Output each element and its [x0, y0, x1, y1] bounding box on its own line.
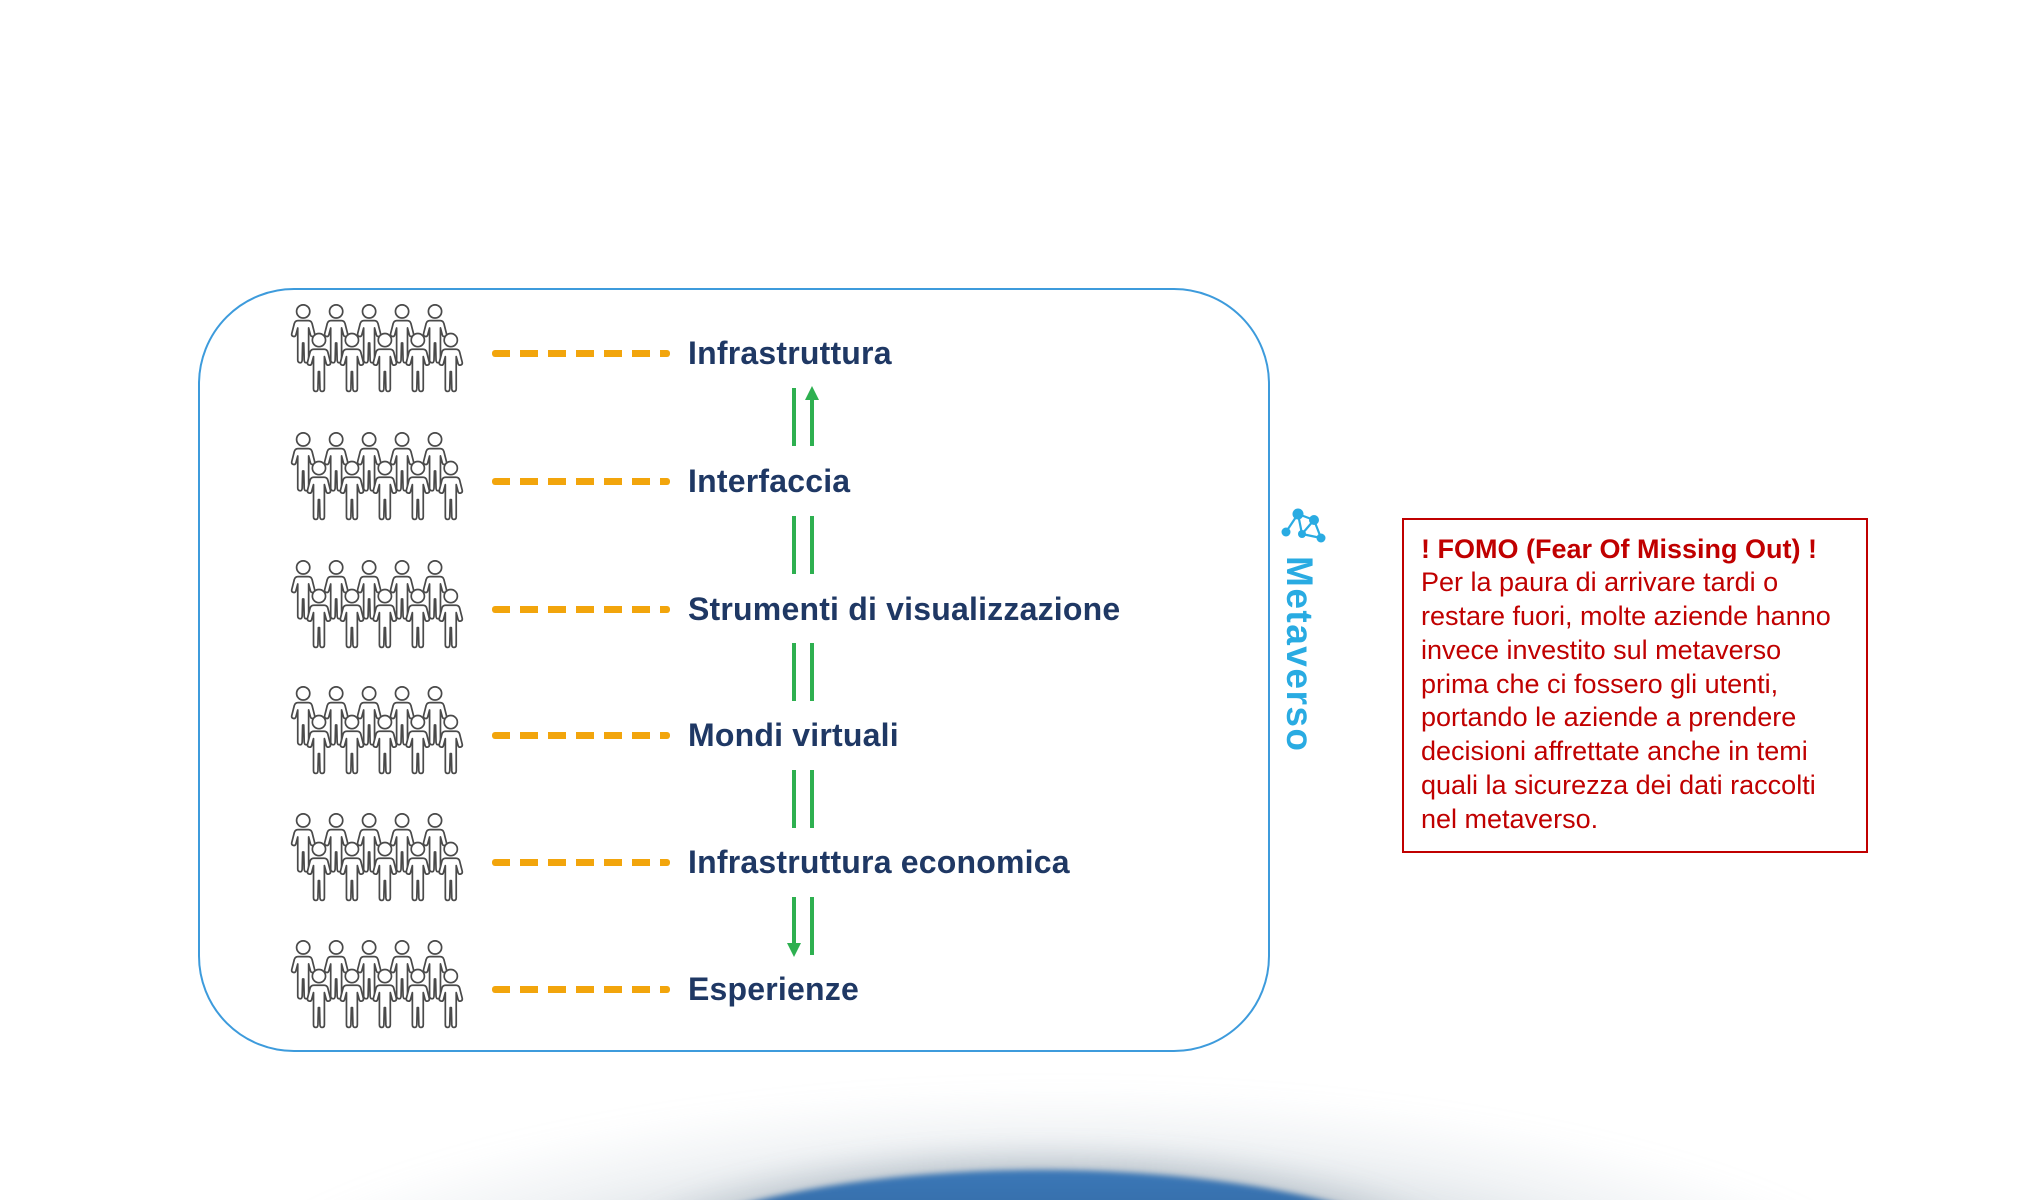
layer-label: Infrastruttura economica — [688, 843, 1070, 880]
layer-row: Esperienze — [286, 937, 859, 1041]
layer-row: Interfaccia — [286, 429, 850, 533]
dash-connector — [492, 605, 670, 613]
crowd-icon — [290, 686, 464, 775]
layer-row: Strumenti di visualizzazione — [286, 557, 1120, 661]
dash-connector — [492, 349, 670, 357]
dash-connector — [492, 731, 670, 739]
dash-connector — [492, 858, 670, 866]
crowd-icon — [290, 813, 464, 902]
fomo-callout: ! FOMO (Fear Of Missing Out) ! Per la pa… — [1402, 518, 1868, 854]
fomo-callout-title: ! FOMO (Fear Of Missing Out) ! — [1421, 534, 1817, 564]
layer-label: Strumenti di visualizzazione — [688, 590, 1121, 627]
crowd-icon — [290, 560, 464, 649]
flow-lines-icon — [781, 512, 825, 578]
dash-connector — [492, 985, 670, 993]
flow-arrows-down-icon — [781, 893, 825, 959]
flow-arrows-up-icon — [781, 384, 825, 450]
crowd-icon — [290, 432, 464, 521]
flow-lines-icon — [781, 766, 825, 832]
layer-row: Infrastruttura economica — [286, 810, 1070, 914]
layer-row: Mondi virtuali — [286, 683, 899, 787]
dash-connector — [492, 477, 670, 485]
layer-label: Mondi virtuali — [688, 716, 899, 753]
layer-label: Esperienze — [688, 970, 859, 1007]
horizon-gradient-core — [470, 1108, 1610, 1200]
metaverse-layers-panel: Infrastruttura Interfaccia Strumenti di … — [198, 288, 1270, 1052]
layer-row: Infrastruttura — [286, 301, 892, 405]
fomo-callout-body: Per la paura di arrivare tardi o restare… — [1421, 567, 1831, 834]
crowd-icon — [290, 304, 464, 393]
network-icon — [1276, 502, 1330, 555]
horizon-blue-arc — [586, 1170, 1496, 1200]
layer-label: Interfaccia — [688, 462, 851, 499]
metaverso-axis-label: Metaverso — [1279, 556, 1320, 753]
layer-label: Infrastruttura — [688, 334, 892, 371]
crowd-icon — [290, 940, 464, 1029]
flow-lines-icon — [781, 639, 825, 705]
